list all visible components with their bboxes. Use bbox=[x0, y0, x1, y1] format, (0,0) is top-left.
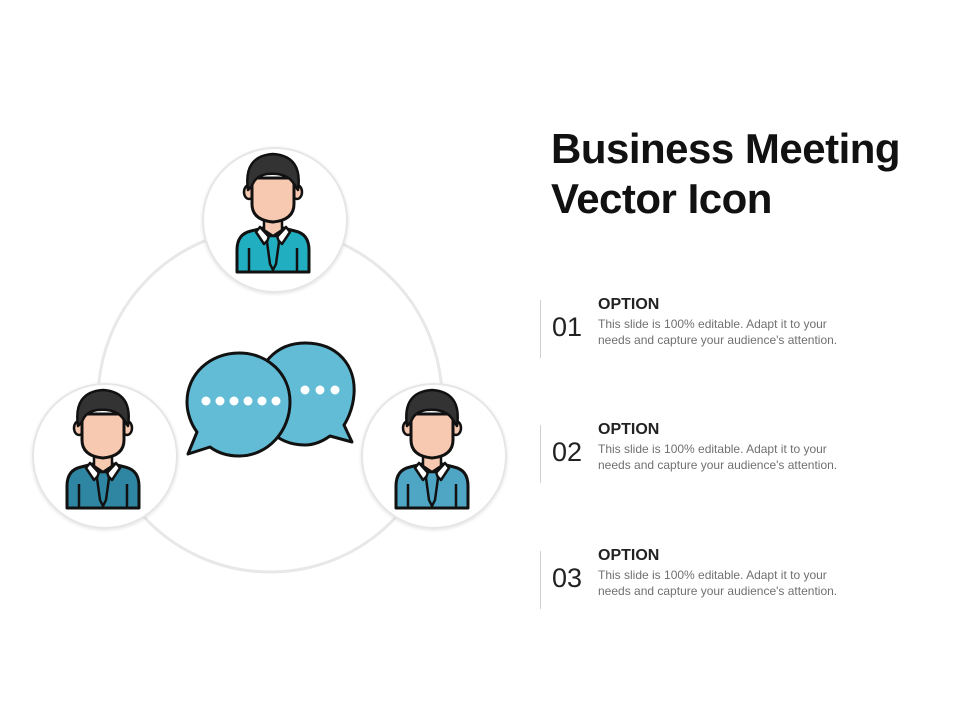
option-heading: OPTION bbox=[598, 296, 660, 313]
speech-bubbles-icon bbox=[185, 341, 356, 458]
option-number: 03 bbox=[552, 563, 583, 593]
meeting-graphic bbox=[32, 147, 507, 574]
option-item-1: 01 OPTION This slide is 100% editable. A… bbox=[540, 296, 940, 358]
option-description-line: This slide is 100% editable. Adapt it to… bbox=[598, 442, 827, 456]
businessman-icon bbox=[32, 383, 178, 529]
option-item-2: 02 OPTION This slide is 100% editable. A… bbox=[540, 421, 940, 483]
option-divider bbox=[540, 551, 541, 609]
option-description-line: This slide is 100% editable. Adapt it to… bbox=[598, 317, 827, 331]
option-description: This slide is 100% editable. Adapt it to… bbox=[598, 316, 898, 348]
option-description: This slide is 100% editable. Adapt it to… bbox=[598, 567, 898, 599]
title-line-1: Business Meeting bbox=[551, 125, 901, 172]
option-description-line: This slide is 100% editable. Adapt it to… bbox=[598, 568, 827, 582]
title-line-2: Vector Icon bbox=[551, 175, 772, 222]
option-number: 01 bbox=[552, 312, 583, 342]
businessman-icon bbox=[361, 383, 507, 529]
option-divider bbox=[540, 425, 541, 483]
option-description-line: needs and capture your audience's attent… bbox=[598, 458, 838, 472]
option-description: This slide is 100% editable. Adapt it to… bbox=[598, 441, 898, 473]
option-item-3: 03 OPTION This slide is 100% editable. A… bbox=[540, 547, 940, 609]
option-number: 02 bbox=[552, 437, 583, 467]
slide-title: Business Meeting Vector Icon bbox=[551, 124, 941, 224]
option-heading: OPTION bbox=[598, 421, 660, 438]
option-divider bbox=[540, 300, 541, 358]
option-description-line: needs and capture your audience's attent… bbox=[598, 584, 838, 598]
option-heading: OPTION bbox=[598, 547, 660, 564]
businessman-icon bbox=[202, 147, 348, 293]
option-description-line: needs and capture your audience's attent… bbox=[598, 333, 838, 347]
